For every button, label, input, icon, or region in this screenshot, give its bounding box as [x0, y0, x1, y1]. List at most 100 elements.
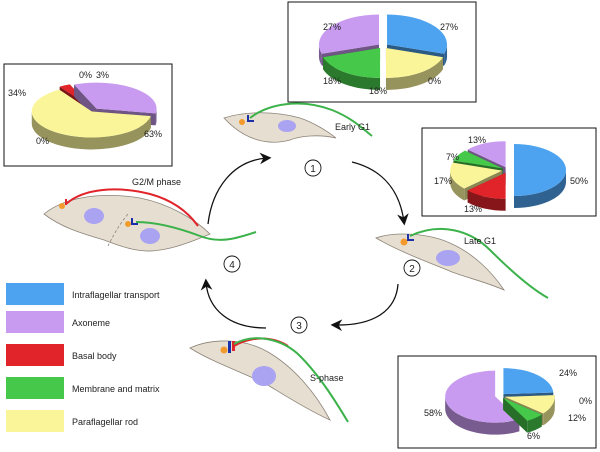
pie-slice-side [445, 396, 520, 435]
cell-early-g1 [223, 102, 373, 143]
pie-slice-intraflagellar-transport [387, 14, 448, 54]
cycle-arrows [200, 152, 409, 332]
basal-body-mark [228, 341, 231, 353]
pie-label: 18% [369, 86, 387, 96]
legend-label: Membrane and matrix [72, 384, 160, 394]
pie-slice-side [31, 111, 151, 150]
pie-slice-intraflagellar-transport [514, 144, 566, 196]
kinetoplast [239, 119, 245, 125]
phase-label-early-g1: Early G1 [335, 122, 370, 132]
legend-swatch [6, 410, 64, 432]
basal-body-mark [407, 234, 414, 241]
step-number: 3 [296, 321, 302, 332]
legend: Intraflagellar transport Axoneme Basal b… [6, 283, 160, 432]
pie-slice-membrane-and-matrix [322, 48, 381, 79]
legend-swatch [6, 377, 64, 399]
pie-label: 7% [446, 152, 459, 162]
pie-label: 13% [464, 204, 482, 214]
pie-slice-side [444, 44, 448, 66]
cell-g2m [43, 188, 257, 252]
nucleus [140, 228, 160, 244]
legend-item-axoneme: Axoneme [6, 311, 110, 333]
basal-body-mark [131, 218, 138, 225]
step-circle [304, 159, 322, 177]
cleavage-furrow [107, 213, 129, 247]
pie-labels-g2m: 34% 0% 63% 0% 3% [8, 70, 162, 146]
nucleus [84, 208, 104, 224]
step-circle [403, 259, 421, 277]
legend-swatch [6, 283, 64, 305]
kinetoplast [400, 238, 408, 246]
pie-label: 24% [559, 368, 577, 378]
flagellum [233, 337, 349, 423]
pie-slice-axoneme [74, 82, 157, 114]
flagellum [135, 221, 257, 241]
legend-item-paraflagellar-rod: Paraflagellar rod [6, 410, 138, 432]
pie-slice-side [514, 170, 566, 208]
basal-body-mark [232, 341, 235, 351]
pie-slice-axoneme [445, 370, 520, 423]
pie-early-g1 [318, 14, 448, 91]
pie-slice-paraflagellar-rod [31, 89, 151, 138]
legend-label: Paraflagellar rod [72, 417, 138, 427]
legend-label: Basal body [72, 351, 117, 361]
pie-late-g1 [450, 141, 566, 211]
step-number: 1 [310, 164, 316, 175]
pie-slice-intraflagellar-transport [503, 368, 554, 395]
flagellum [249, 102, 373, 137]
pie-label: 0% [428, 76, 441, 86]
phase-label-s-phase: S-phase [310, 373, 344, 383]
new-flagellum [65, 188, 199, 227]
kinetoplast [59, 203, 65, 209]
legend-label: Intraflagellar transport [72, 290, 160, 300]
step-circle [290, 316, 308, 334]
pie-slice-side [155, 108, 157, 126]
pie-box-s-phase [397, 355, 597, 449]
pie-slice-paraflagellar-rod [450, 162, 503, 189]
legend-label: Axoneme [72, 318, 110, 328]
pie-s-phase [445, 368, 555, 435]
pie-slice-side [322, 57, 381, 91]
legend-item-intraflagellar-transport: Intraflagellar transport [6, 283, 160, 305]
pie-slice-side [527, 414, 542, 433]
pie-slice-axoneme [318, 14, 379, 54]
nucleus [278, 120, 296, 132]
pie-labels-early-g1: 27% 0% 18% 18% 27% [323, 22, 458, 96]
pie-box-early-g1 [287, 1, 477, 103]
pie-label: 3% [96, 70, 109, 80]
step-number: 2 [409, 264, 415, 275]
legend-swatch [6, 311, 64, 333]
pie-label: 6% [527, 431, 540, 441]
pie-label: 34% [8, 88, 26, 98]
pie-slice-paraflagellar-rod [504, 395, 555, 414]
pie-box-g2m [3, 63, 173, 167]
nucleus [436, 250, 460, 266]
pie-slice-membrane-and-matrix [503, 398, 542, 421]
pie-slice-side [543, 396, 555, 426]
arrow-step-3 [330, 283, 399, 332]
step-number: 4 [229, 260, 235, 271]
phase-label-late-g1: Late G1 [464, 236, 496, 246]
pie-g2m [31, 82, 157, 150]
pie-label: 27% [440, 22, 458, 32]
pie-labels-s-phase: 24% 0% 12% 6% 58% [424, 368, 592, 441]
basal-body-mark [247, 115, 254, 122]
step-4: 4 [223, 255, 241, 273]
pie-slice-paraflagellar-rod [385, 48, 444, 79]
pie-label: 12% [568, 413, 586, 423]
pie-label: 18% [323, 76, 341, 86]
pie-label: 50% [570, 176, 588, 186]
cell-late-g1 [375, 228, 549, 299]
nucleus [252, 366, 276, 386]
pie-label: 13% [468, 135, 486, 145]
kinetoplast [220, 346, 228, 354]
step-1: 1 [304, 159, 322, 177]
pie-label: 63% [144, 129, 162, 139]
pie-label: 17% [434, 176, 452, 186]
flagellum [409, 228, 549, 299]
step-circle [223, 255, 241, 273]
pie-label: 0% [79, 70, 92, 80]
pie-label: 0% [36, 136, 49, 146]
pie-label: 0% [579, 396, 592, 406]
pie-slice-side [450, 170, 465, 201]
